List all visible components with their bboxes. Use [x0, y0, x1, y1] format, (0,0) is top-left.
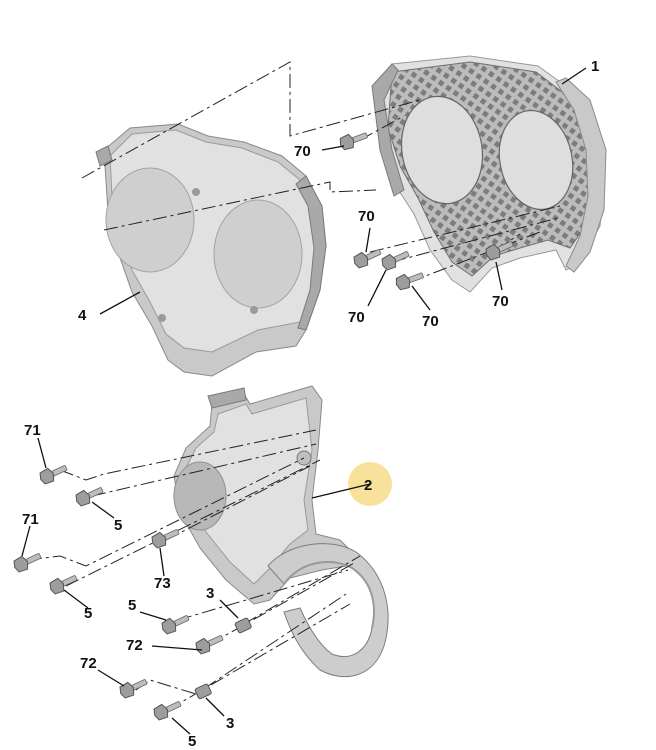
callout-bolt-72-b: 72 — [80, 655, 97, 672]
callout-bolt-71-a: 71 — [24, 422, 41, 439]
callout-part-2: 2 — [364, 477, 372, 494]
assembly-lines — [27, 61, 561, 711]
callout-bolt-5-d: 5 — [188, 733, 196, 750]
leader-lines — [21, 67, 587, 735]
callout-labels: 1 2 4 70 70 70 70 70 71 5 71 5 73 3 5 72… — [22, 58, 599, 750]
bolts — [11, 128, 516, 723]
callout-part-4: 4 — [78, 307, 87, 324]
callout-spacer-3-b: 3 — [226, 715, 234, 732]
callout-bolt-72-a: 72 — [126, 637, 143, 654]
callout-bolt-70-a: 70 — [294, 143, 311, 160]
callout-bolt-70-e: 70 — [492, 293, 509, 310]
part-2-lower-cover — [173, 385, 389, 678]
callout-bolt-5-a: 5 — [114, 517, 122, 534]
callout-bolt-70-d: 70 — [422, 313, 439, 330]
callout-bolt-70-c: 70 — [348, 309, 365, 326]
callout-bolt-70-b: 70 — [358, 208, 375, 225]
part-4-upper-cover — [95, 123, 327, 377]
callout-spacer-3-a: 3 — [206, 585, 214, 602]
callout-bolt-73: 73 — [154, 575, 171, 592]
callout-part-1: 1 — [591, 58, 599, 75]
callout-bolt-71-b: 71 — [22, 511, 39, 528]
callout-bolt-5-b: 5 — [84, 605, 92, 622]
callout-bolt-5-c: 5 — [128, 597, 136, 614]
